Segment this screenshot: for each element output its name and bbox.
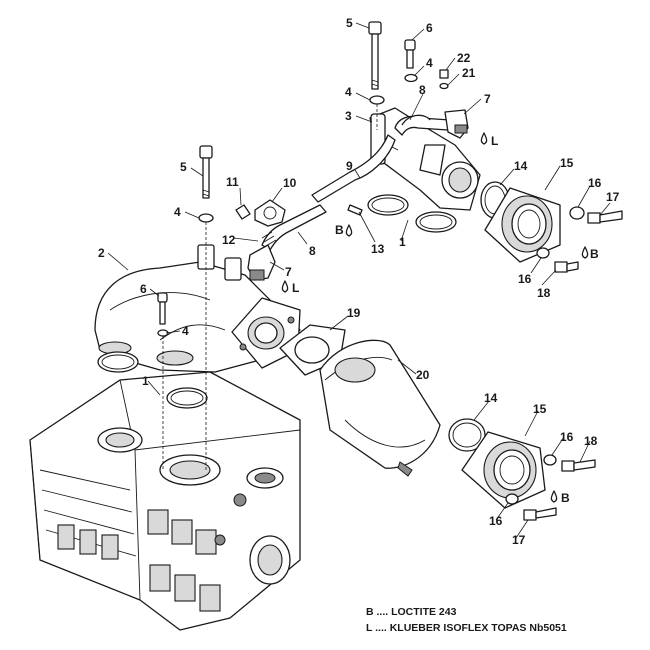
washer-16-lower-b	[505, 493, 519, 505]
callout-1-upper: 1	[399, 235, 406, 249]
bolt-5-upper	[368, 21, 382, 90]
callout-17-lower: 17	[512, 533, 526, 547]
callout-10: 10	[283, 176, 297, 190]
bolt-17-upper	[587, 210, 623, 224]
callout-15-upper: 15	[560, 156, 574, 170]
bolt-6-lower	[157, 292, 168, 325]
screw-22	[439, 69, 449, 79]
callout-labels: 5 6 4 22 21 4 8 7 3 L 9 14 15 16 17 11 1…	[98, 16, 620, 547]
callout-17-upper: 17	[606, 190, 620, 204]
bolt-18-lower	[561, 459, 596, 472]
callout-11: 11	[226, 175, 239, 189]
legend-klueber: L .... KLUEBER ISOFLEX TOPAS Nb5051	[366, 622, 567, 634]
spring-12	[261, 231, 277, 247]
callout-21: 21	[462, 66, 476, 80]
callout-2: 2	[98, 246, 105, 260]
callout-b-left: B	[335, 223, 344, 237]
callout-18-upper: 18	[537, 286, 551, 300]
washer-21	[439, 82, 449, 90]
callout-5-upper: 5	[346, 16, 353, 30]
pin-13	[347, 204, 363, 216]
callout-l-upper: L	[491, 134, 498, 148]
washer-4-upper-a	[369, 95, 385, 105]
hose-9	[311, 134, 396, 203]
callout-14-upper: 14	[514, 159, 528, 173]
callout-16-lower-b: 16	[489, 514, 503, 528]
bolt-5-lower	[199, 145, 213, 199]
clamp-10	[254, 199, 286, 227]
callout-4-upper: 4	[426, 56, 433, 70]
callout-13: 13	[371, 242, 385, 256]
callout-6-lower: 6	[140, 282, 147, 296]
oring-1-upper-b	[415, 211, 457, 233]
drop-icon-b-left	[345, 224, 353, 237]
callout-4-mid: 4	[182, 324, 189, 338]
drop-icon-l-upper	[480, 132, 488, 145]
legend-loctite: B .... LOCTITE 243	[366, 606, 457, 618]
fitting-7-upper	[444, 109, 469, 139]
callout-4-lower: 4	[174, 205, 181, 219]
washer-16-lower-a	[543, 454, 557, 466]
callout-22: 22	[457, 51, 471, 65]
oring-1-upper-a	[367, 194, 409, 216]
callout-19: 19	[347, 306, 361, 320]
callout-16-upper-b: 16	[518, 272, 532, 286]
bolt-18-upper	[554, 261, 579, 273]
drop-icon-l-lower	[281, 280, 289, 293]
callout-15-lower: 15	[533, 402, 547, 416]
bolt-6-upper	[404, 39, 416, 69]
bolt-17-lower	[523, 507, 557, 521]
alignment-lines	[162, 104, 378, 470]
callout-l-lower: L	[292, 281, 299, 295]
callout-9: 9	[346, 159, 353, 173]
drop-icon-b-right	[581, 246, 589, 259]
clip-11	[235, 204, 251, 220]
callout-7-lower: 7	[285, 265, 292, 279]
callout-8-upper: 8	[419, 83, 426, 97]
leader-lines	[107, 22, 611, 539]
callout-4-upper-left: 4	[345, 85, 352, 99]
oring-14-lower	[448, 418, 486, 452]
washer-16-upper-a	[569, 206, 585, 220]
callout-12: 12	[222, 233, 236, 247]
cylinder-block	[29, 371, 301, 631]
callout-16-lower-a: 16	[560, 430, 574, 444]
washer-4-lower-a	[198, 213, 214, 223]
callout-b-lower: B	[561, 491, 570, 505]
air-deflector-20	[319, 339, 441, 477]
washer-16-upper-b	[536, 247, 550, 259]
callout-16-upper-a: 16	[588, 176, 602, 190]
callout-1-lower: 1	[142, 374, 149, 388]
callout-7-upper: 7	[484, 92, 491, 106]
callout-b-right: B	[590, 247, 599, 261]
callout-3: 3	[345, 109, 352, 123]
drop-icon-b-lower	[550, 490, 558, 503]
oring-1-lower-a	[97, 351, 139, 373]
washer-4-upper-b	[404, 73, 418, 83]
callout-18-lower: 18	[584, 434, 598, 448]
callout-14-lower: 14	[484, 391, 498, 405]
callout-6-upper: 6	[426, 21, 433, 35]
oring-1-lower-b	[166, 387, 208, 409]
callout-5-lower: 5	[180, 160, 187, 174]
callout-8-lower: 8	[309, 244, 316, 258]
callout-20: 20	[416, 368, 430, 382]
carb-boot-15-lower	[461, 431, 546, 509]
carb-boot-15-upper	[484, 187, 561, 263]
